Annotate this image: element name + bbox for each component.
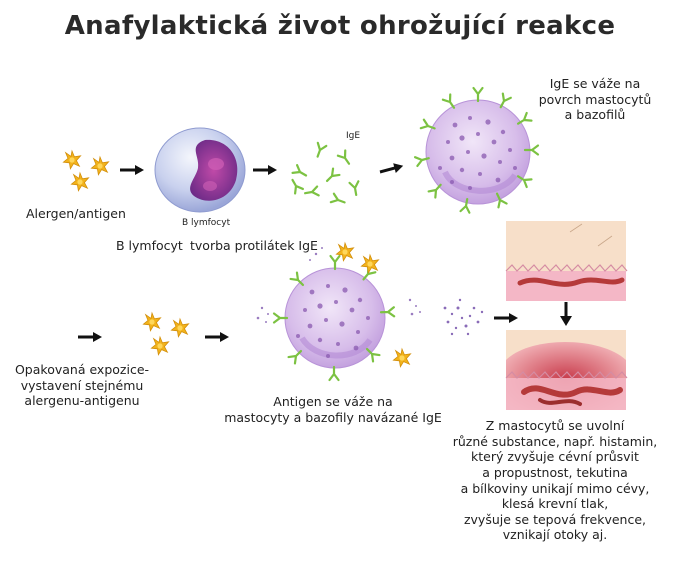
b-cell-label: B lymfocyt	[116, 238, 183, 253]
arrow-5	[203, 330, 231, 344]
ige-small-label: IgE	[346, 131, 361, 141]
ige-binds-label: IgE se váže na povrch mastocytů a bazofi…	[538, 76, 652, 123]
b-lymphocyte	[154, 127, 246, 213]
released-mediators	[443, 298, 484, 336]
allergen-group-1	[62, 150, 110, 192]
allergen-group-2	[142, 312, 190, 356]
arrow-4	[76, 330, 104, 344]
release-effects-label: Z mastocytů se uvolní různé substance, n…	[452, 418, 658, 543]
mast-cell-antigen-bound	[256, 242, 421, 382]
antigen-binds-label: Antigen se váže na mastocyty a bazofily …	[224, 394, 442, 425]
arrow-6	[492, 311, 520, 325]
antibody-production-label: tvorba protilátek IgE	[190, 238, 318, 253]
tissue-swollen	[505, 330, 628, 410]
arrow-2	[251, 163, 279, 177]
mast-cell-ige-bound	[413, 86, 540, 214]
page-title: Anafylaktická život ohrožující reakce	[64, 11, 616, 41]
arrow-down	[560, 302, 572, 326]
b-cell-small-label: B lymfocyt	[182, 218, 231, 228]
arrow-1	[118, 163, 146, 177]
ige-antibodies-free	[287, 141, 362, 208]
allergen-label: Alergen/antigen	[26, 206, 126, 221]
repeated-exposure-label: Opakovaná expozice- vystavení stejnému a…	[14, 362, 150, 409]
arrow-3	[377, 159, 406, 179]
tissue-normal	[505, 221, 628, 301]
